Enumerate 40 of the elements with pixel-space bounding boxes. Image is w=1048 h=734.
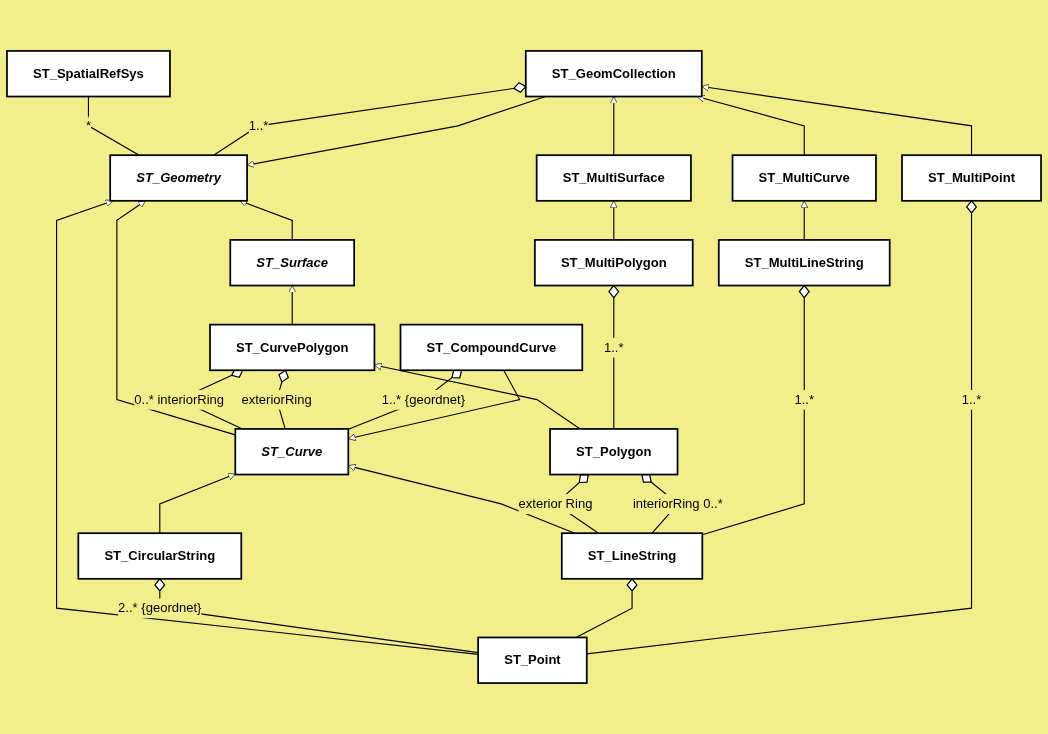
arrow bbox=[159, 473, 236, 534]
node-box: ST_MultiPoint bbox=[901, 154, 1042, 202]
arrow bbox=[116, 200, 236, 436]
connector bbox=[575, 578, 638, 639]
node-box: ST_Point bbox=[477, 636, 588, 684]
edge-label: 1..* {geordnet} bbox=[381, 391, 465, 407]
node-box: ST_Geometry bbox=[109, 154, 248, 202]
connector bbox=[608, 284, 620, 430]
node-box: ST_Surface bbox=[229, 239, 355, 287]
arrow bbox=[800, 200, 809, 241]
edge-label: exterior Ring bbox=[518, 495, 593, 511]
node-box: ST_CircularString bbox=[77, 532, 243, 580]
arrow bbox=[701, 83, 973, 156]
arrow bbox=[239, 199, 293, 241]
node-box: ST_CurvePolygon bbox=[209, 323, 376, 372]
edge-label: interiorRing 0..* bbox=[632, 495, 723, 511]
edge-label: 0..* interiorRing bbox=[134, 391, 225, 407]
node-box: ST_MultiLineString bbox=[717, 239, 891, 287]
arrow bbox=[696, 94, 805, 156]
node-box: ST_Polygon bbox=[549, 428, 679, 476]
node-box: ST_CompoundCurve bbox=[399, 323, 584, 372]
edge-label: exteriorRing bbox=[241, 391, 312, 407]
connector bbox=[586, 200, 977, 655]
node-box: ST_MultiSurface bbox=[535, 154, 692, 202]
node-box: ST_LineString bbox=[560, 532, 704, 580]
node-box: ST_Curve bbox=[234, 428, 350, 476]
node-box: ST_MultiCurve bbox=[731, 154, 877, 202]
edge-label: 1..* bbox=[961, 391, 982, 407]
node-box: ST_MultiPolygon bbox=[534, 239, 694, 287]
edge-label: 1..* bbox=[794, 391, 815, 407]
edge-label: * bbox=[85, 117, 91, 133]
arrow bbox=[609, 96, 618, 156]
arrow bbox=[374, 362, 581, 430]
arrow bbox=[288, 285, 297, 326]
edge-label: 2..* {geordnet} bbox=[118, 600, 202, 615]
node-box: ST_SpatialRefSys bbox=[6, 50, 171, 98]
arrow bbox=[609, 200, 618, 241]
edge-label: 1..* bbox=[604, 339, 624, 355]
edge-label: 1..* bbox=[248, 117, 269, 133]
node-box: ST_GeomCollection bbox=[524, 50, 703, 98]
